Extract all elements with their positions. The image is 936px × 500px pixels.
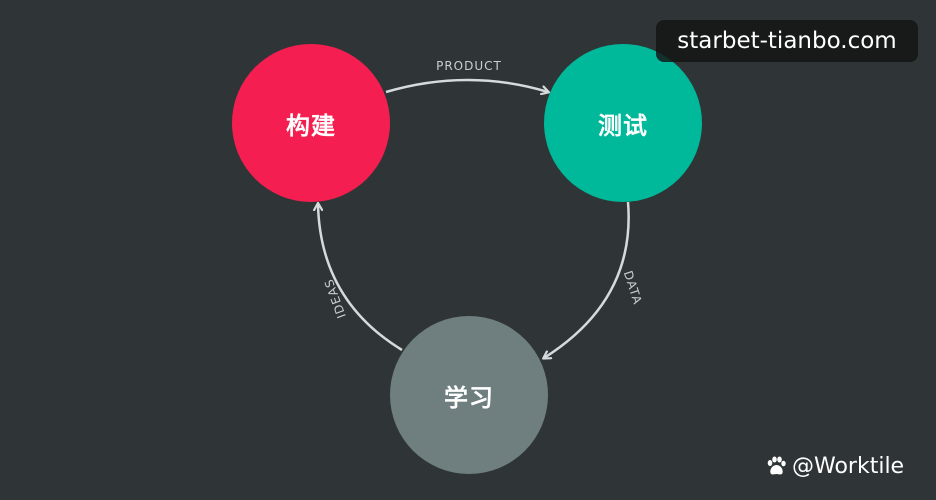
edge-label-data: DATA bbox=[621, 269, 645, 307]
watermark-bottom: @Worktile bbox=[764, 448, 904, 484]
node-learn: 学习 bbox=[390, 316, 548, 474]
paw-icon bbox=[767, 456, 786, 475]
node-build: 构建 bbox=[232, 44, 390, 202]
watermark-bottom-text: @Worktile bbox=[792, 453, 905, 479]
arrow-learn-to-build bbox=[318, 204, 403, 352]
arrow-test-to-learn bbox=[544, 201, 630, 358]
edge-label-product: PRODUCT bbox=[436, 59, 502, 73]
node-test: 测试 bbox=[544, 44, 702, 202]
node-learn-label: 学习 bbox=[444, 383, 494, 412]
arrow-build-to-test bbox=[385, 78, 548, 92]
node-build-label: 构建 bbox=[286, 111, 336, 140]
watermark-top-text: starbet-tianbo.com bbox=[677, 28, 897, 54]
node-test-label: 测试 bbox=[598, 111, 648, 140]
watermark-top: starbet-tianbo.com bbox=[656, 20, 918, 62]
